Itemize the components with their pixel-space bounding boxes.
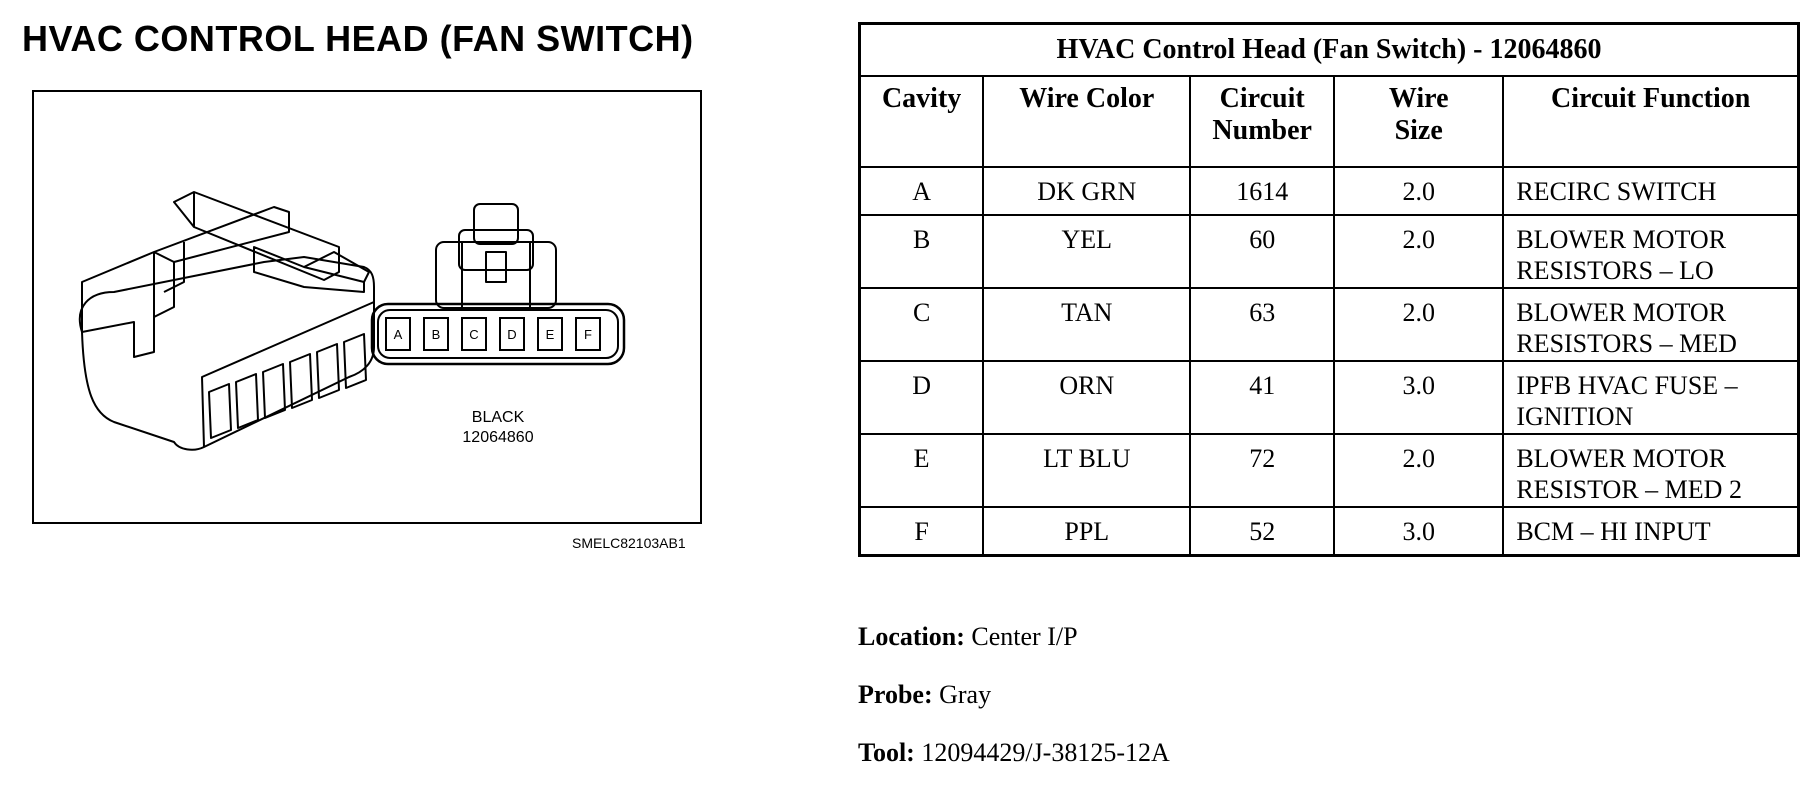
wire-size-cell: 2.0: [1333, 433, 1505, 508]
tool-label: Tool:: [858, 738, 915, 767]
circuit-number-cell: 1614: [1189, 166, 1336, 216]
circuit-number-cell: 41: [1189, 360, 1336, 435]
cavity-label-c: C: [469, 327, 478, 342]
cavity-label-e: E: [546, 327, 555, 342]
connector-diagram: A B C D E F BLACK 12064860: [32, 90, 702, 524]
connector-pinout-table: HVAC Control Head (Fan Switch) - 1206486…: [858, 22, 1800, 557]
tool-note: Tool: 12094429/J-38125-12A: [858, 738, 1170, 768]
cavity-cell: C: [858, 287, 985, 362]
cavity-cell: B: [858, 214, 985, 289]
wire-color-cell: TAN: [982, 287, 1192, 362]
circuit-number-cell: 52: [1189, 506, 1336, 556]
location-label: Location:: [858, 622, 965, 651]
table-row: F PPL 52 3.0 BCM – HI INPUT: [858, 506, 1800, 556]
circuit-number-cell: 60: [1189, 214, 1336, 289]
location-value: Center I/P: [971, 622, 1078, 651]
cavity-label-a: A: [394, 327, 403, 342]
circuit-number-cell: 63: [1189, 287, 1336, 362]
table-row: A DK GRN 1614 2.0 RECIRC SWITCH: [858, 166, 1800, 216]
table-title: HVAC Control Head (Fan Switch) - 1206486…: [858, 22, 1800, 77]
cavity-label-b: B: [432, 327, 441, 342]
wire-size-cell: 3.0: [1333, 360, 1505, 435]
connector-illustration: A B C D E F BLACK 12064860: [78, 191, 626, 451]
probe-value: Gray: [939, 680, 992, 709]
circuit-number-cell: 72: [1189, 433, 1336, 508]
wire-size-cell: 2.0: [1333, 214, 1505, 289]
cavity-cell: A: [858, 166, 985, 216]
probe-note: Probe: Gray: [858, 680, 991, 710]
header-wire-color: Wire Color: [982, 75, 1192, 168]
cavity-label-row: A B C D E F: [385, 317, 601, 351]
wire-color-cell: ORN: [982, 360, 1192, 435]
connector-part-number: 12064860: [462, 429, 533, 446]
diagram-reference: SMELC82103AB1: [572, 535, 686, 551]
connector-color: BLACK: [472, 409, 525, 426]
wire-color-cell: DK GRN: [982, 166, 1192, 216]
wire-size-cell: 2.0: [1333, 166, 1505, 216]
cavity-cell: E: [858, 433, 985, 508]
header-cavity: Cavity: [858, 75, 985, 168]
table-row: D ORN 41 3.0 IPFB HVAC FUSE –IGNITION: [858, 360, 1800, 435]
probe-label: Probe:: [858, 680, 933, 709]
cavity-label-d: D: [507, 327, 516, 342]
wire-color-cell: PPL: [982, 506, 1192, 556]
circuit-function-cell: BCM – HI INPUT: [1502, 506, 1800, 556]
wire-color-cell: LT BLU: [982, 433, 1192, 508]
wire-color-cell: YEL: [982, 214, 1192, 289]
wire-size-cell: 3.0: [1333, 506, 1505, 556]
location-note: Location: Center I/P: [858, 622, 1078, 652]
cavity-label-f: F: [584, 327, 592, 342]
wire-size-cell: 2.0: [1333, 287, 1505, 362]
circuit-function-cell: IPFB HVAC FUSE –IGNITION: [1502, 360, 1800, 435]
header-circuit-function: Circuit Function: [1502, 75, 1800, 168]
cavity-cell: D: [858, 360, 985, 435]
diagram-title: HVAC CONTROL HEAD (FAN SWITCH): [22, 18, 694, 59]
cavity-cell: F: [858, 506, 985, 556]
tool-value: 12094429/J-38125-12A: [921, 738, 1170, 767]
circuit-function-cell: RECIRC SWITCH: [1502, 166, 1800, 216]
